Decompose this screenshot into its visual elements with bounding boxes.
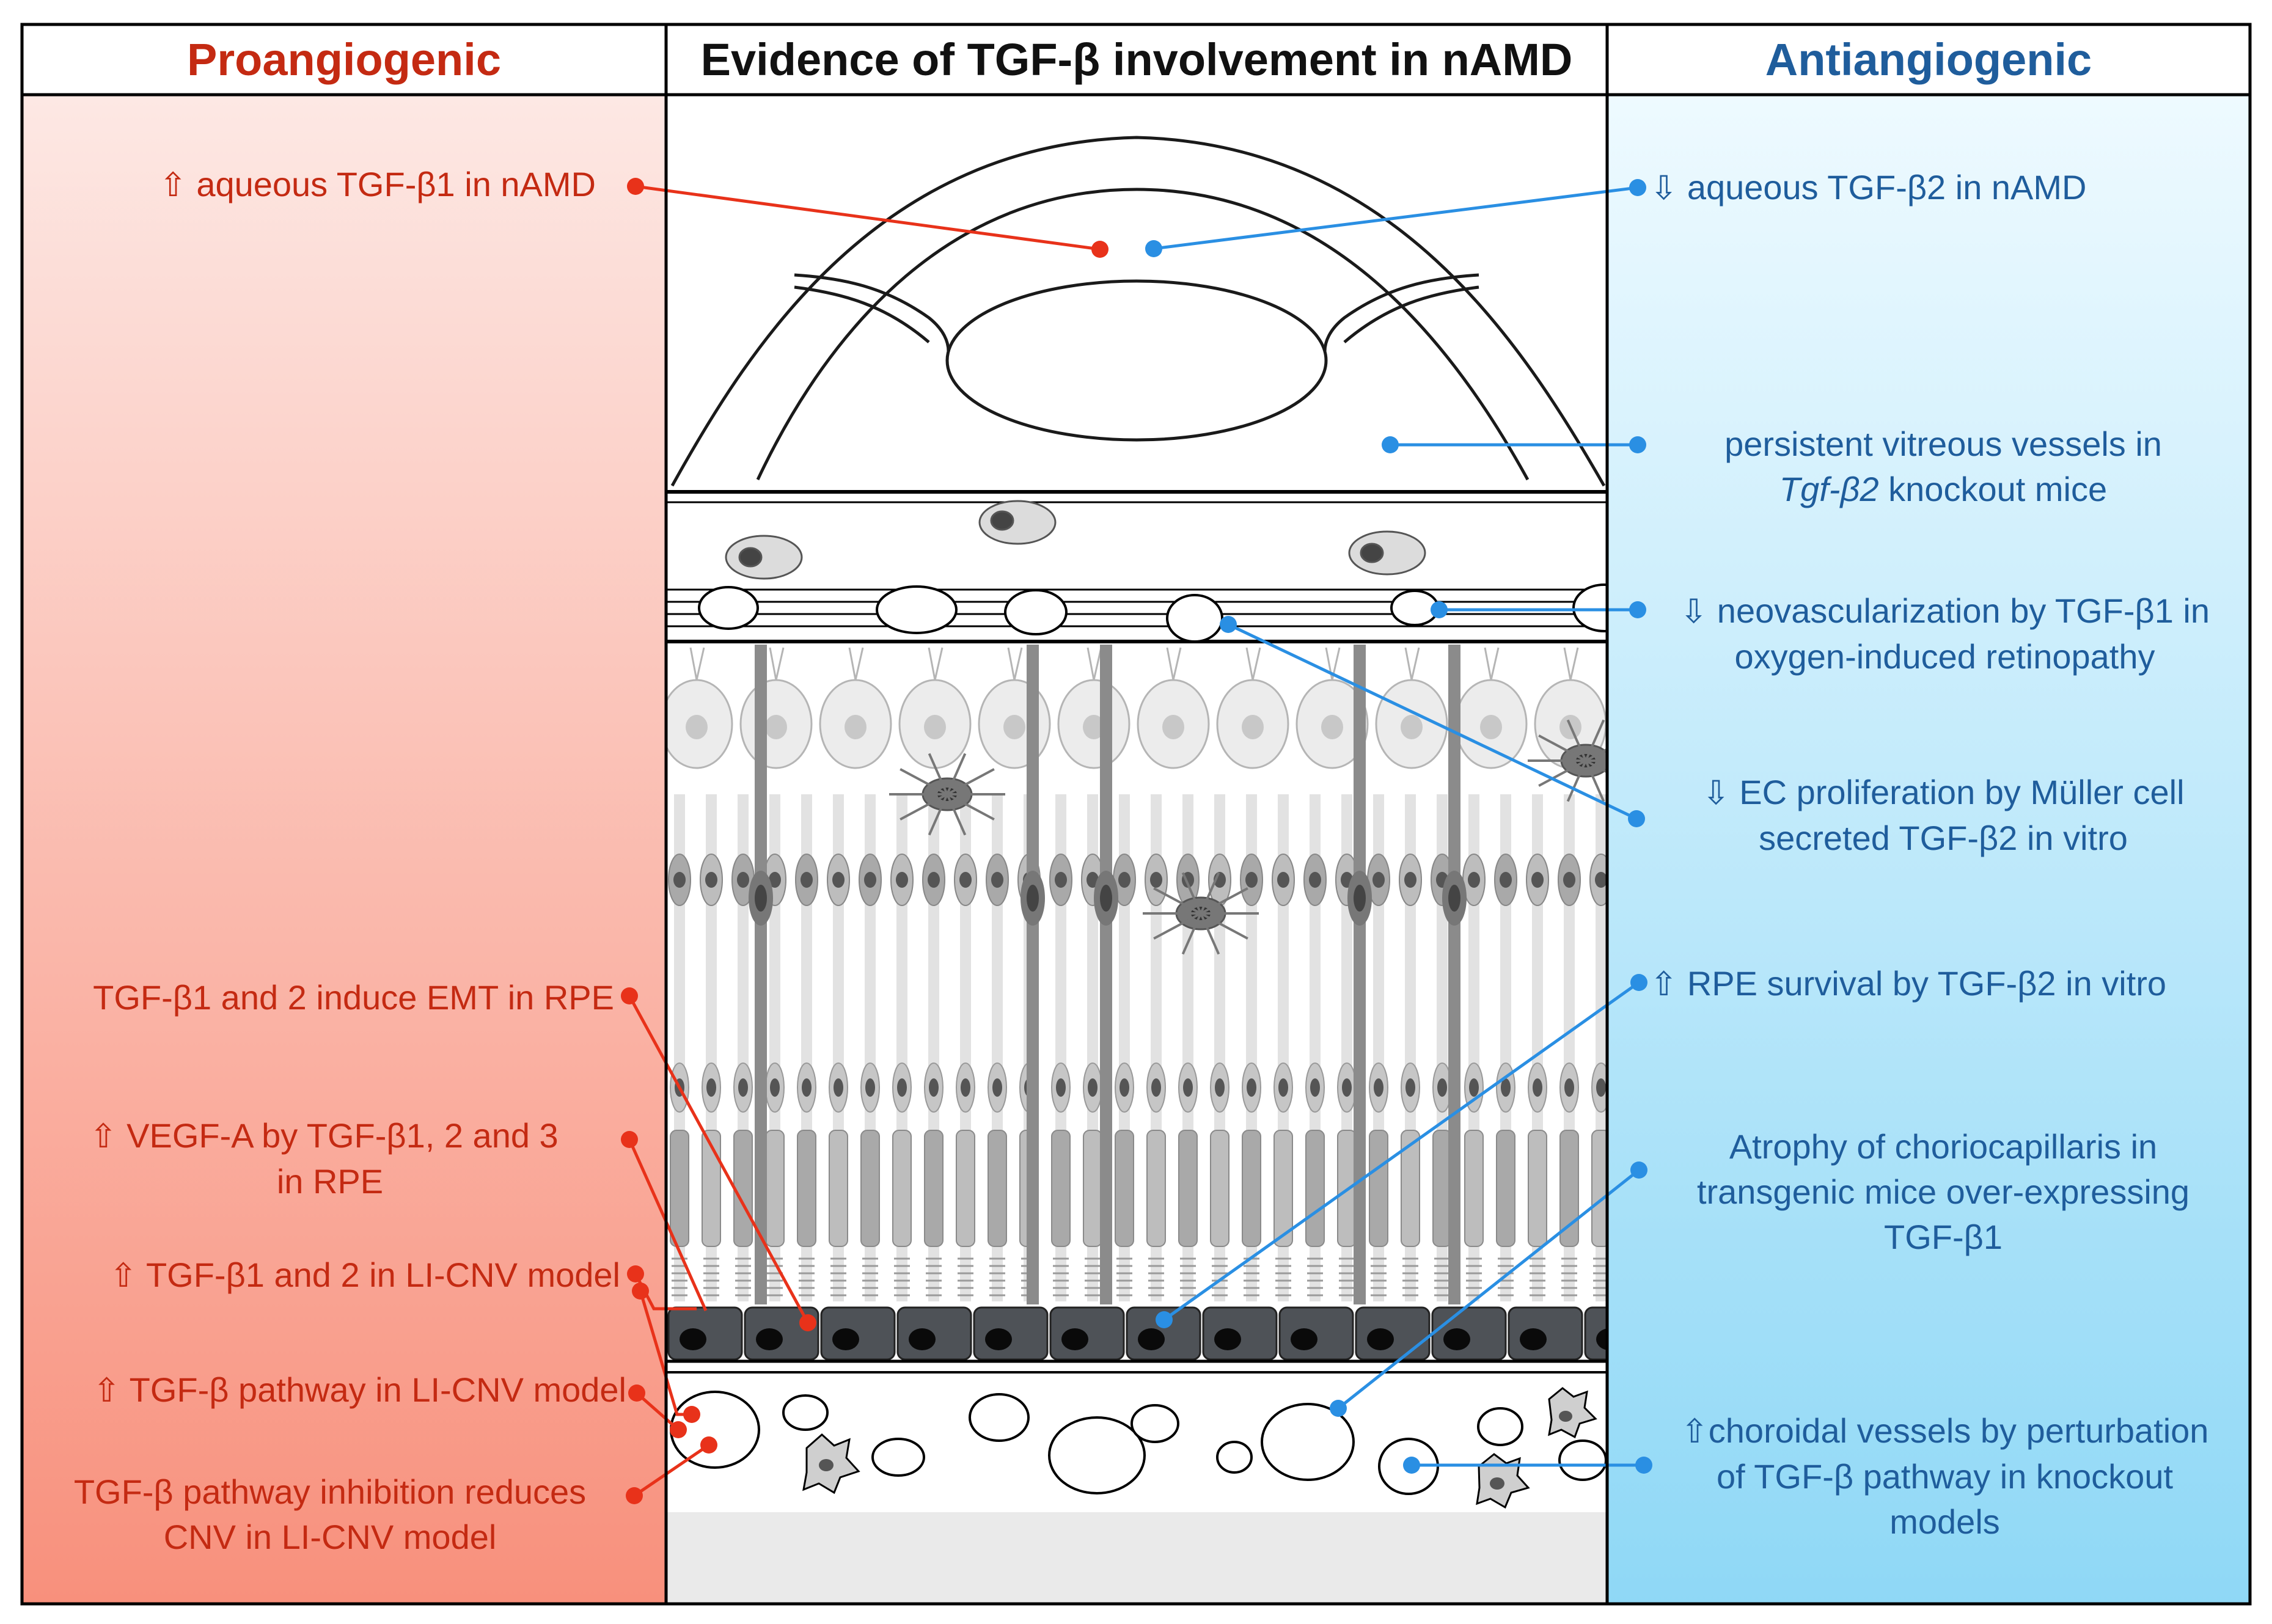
rpe-cell: [667, 1306, 743, 1361]
label-vegf-a: ⇧ VEGF-A by TGF-β1, 2 and 3 in RPE: [89, 1116, 559, 1201]
retina-cell-layers: [666, 645, 1607, 1304]
rpe-cell: [1202, 1306, 1278, 1361]
rpe-cell: [973, 1306, 1049, 1361]
diagram-title: Evidence of TGF-β involvement in nAMD: [700, 34, 1573, 85]
up-arrow-icon: ⇧: [1680, 1413, 1709, 1450]
down-arrow-icon: ⇩: [1650, 170, 1678, 207]
label-vitreous-vessels: persistent vitreous vessels in Tgf-β2 kn…: [1724, 425, 2162, 508]
label-aqueous-tgfb2: ⇩ aqueous TGF-β2 in nAMD: [1650, 168, 2087, 207]
antiangiogenic-panel: [1607, 95, 2250, 1604]
down-arrow-icon: ⇩: [1679, 593, 1708, 630]
rpe-cell: [896, 1306, 972, 1361]
rpe-cell: [1355, 1306, 1431, 1361]
label-pathway-inhibition: TGF-β pathway inhibition reduces CNV in …: [73, 1472, 587, 1556]
label-rpe-survival: ⇧ RPE survival by TGF-β2 in vitro: [1650, 964, 2167, 1003]
label-choriocapillaris-atrophy: Atrophy of choriocapillaris in transgeni…: [1696, 1127, 2190, 1256]
rpe-cell: [1278, 1306, 1354, 1361]
up-arrow-icon: ⇧: [92, 1372, 121, 1409]
proangiogenic-dots: [621, 178, 1109, 1504]
vitreous-cells: [725, 500, 1426, 580]
proangiogenic-panel: [22, 95, 666, 1604]
antiangiogenic-dots: [1145, 179, 1652, 1474]
up-arrow-icon: ⇧: [89, 1118, 117, 1155]
label-li-cnv-pathway: ⇧ TGF-β pathway in LI-CNV model: [92, 1370, 626, 1409]
eye-illustration: [670, 136, 1606, 487]
rpe-cell: [1508, 1306, 1583, 1361]
up-arrow-icon: ⇧: [109, 1257, 137, 1294]
up-arrow-icon: ⇧: [1650, 966, 1678, 1003]
proangiogenic-connectors: [628, 185, 1101, 1498]
label-aqueous-tgfb1: ⇧ aqueous TGF-β1 in nAMD: [159, 165, 596, 203]
rpe-cell: [1431, 1306, 1507, 1361]
frame: [20, 23, 2252, 1606]
rpe-cell: [1049, 1306, 1125, 1361]
proangiogenic-header: Proangiogenic: [187, 34, 501, 85]
antiangiogenic-header: Antiangiogenic: [1765, 34, 2092, 85]
label-choroidal-vessels: ⇧choroidal vessels by perturbation of TG…: [1680, 1411, 2209, 1541]
choroid-floor: [666, 1512, 1607, 1604]
up-arrow-icon: ⇧: [159, 167, 187, 203]
antiangiogenic-connectors: [1153, 186, 1644, 1467]
label-li-cnv-tgfb: ⇧ TGF-β1 and 2 in LI-CNV model: [109, 1256, 620, 1294]
rpe-cell: [820, 1306, 896, 1361]
rpe-layer: [667, 1306, 1607, 1361]
inner-vessel-layer: [666, 583, 1607, 643]
label-neovascularization: ⇩ neovascularization by TGF-β1 in oxygen…: [1679, 591, 2210, 676]
down-arrow-icon: ⇩: [1702, 775, 1730, 811]
label-ec-proliferation: ⇩ EC proliferation by Müller cell secret…: [1702, 773, 2185, 857]
label-emt-rpe: TGF-β1 and 2 induce EMT in RPE: [93, 978, 614, 1017]
